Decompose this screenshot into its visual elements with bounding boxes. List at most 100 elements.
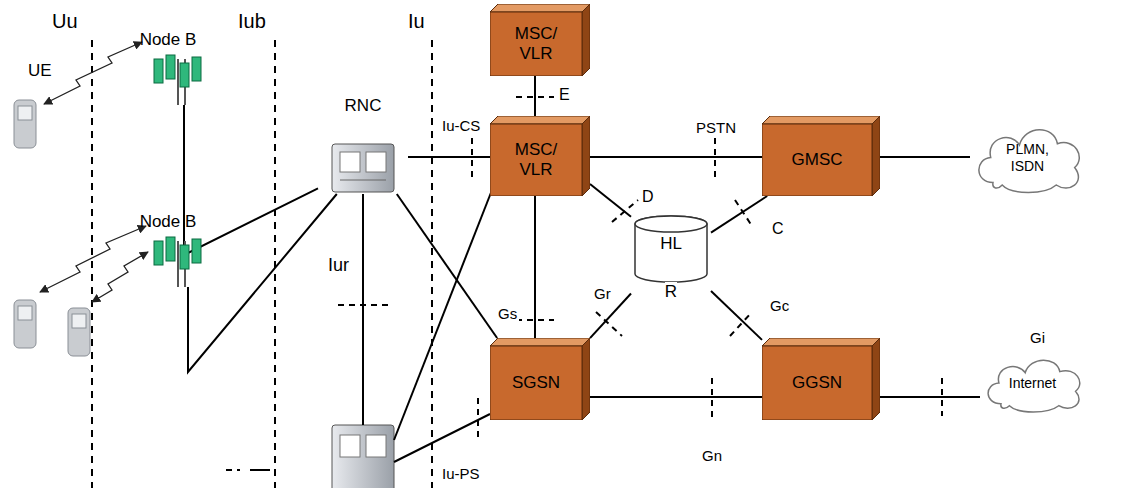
rnc-server (332, 425, 394, 488)
element-label: RNC (345, 96, 382, 116)
connector-line (534, 76, 536, 116)
reference-point-label: Iu-PS (440, 466, 482, 483)
reference-point-label: Iu-CS (440, 118, 482, 135)
reference-point-tick-part (477, 398, 479, 440)
server-icon (318, 142, 408, 194)
radio-network-controller: RNC (318, 96, 408, 194)
element-name: MSC/ VLR (508, 140, 564, 179)
network-element-box: GMSC (762, 116, 880, 196)
interface-name: Iu (406, 10, 427, 32)
reference-point-label: C (770, 220, 786, 238)
box-top-face (762, 338, 880, 346)
connector-line (590, 396, 762, 398)
reference-point-tick (226, 97, 942, 470)
connector-line-part (394, 190, 492, 440)
box-side-face (872, 116, 880, 196)
box-front-face (762, 346, 872, 420)
reference-point-label: PSTN (694, 120, 738, 137)
antenna-panel (180, 245, 189, 269)
database-cylinder: HL R (631, 212, 711, 304)
connector-line (880, 156, 970, 158)
connector-line-part (394, 414, 490, 462)
reference-point-label: Gi (1028, 330, 1047, 347)
connector-line (408, 156, 490, 158)
interface-name: Uu (50, 10, 80, 32)
box-front-face (490, 124, 582, 196)
box-front-face (490, 12, 582, 76)
antenna-panel (180, 63, 189, 87)
box-top-face (762, 116, 880, 124)
connector-line (711, 196, 767, 233)
rnc-server-part (332, 425, 394, 488)
connector-line-part (250, 469, 270, 471)
reference-point-tick-part (730, 312, 752, 336)
cylinder-body (635, 216, 707, 282)
connector-line (590, 184, 631, 217)
network-element-box: MSC/ VLR (490, 116, 590, 196)
connector-line (534, 196, 536, 338)
network-element-box: GGSN (762, 338, 880, 420)
reference-point-tick-part (735, 200, 752, 226)
element-name: GGSN (792, 373, 842, 393)
connector-line (250, 190, 492, 470)
shape-part (177, 241, 179, 287)
interface-divider-part (431, 40, 433, 488)
reference-point-tick-part (338, 304, 388, 306)
interface-divider-part (274, 40, 276, 488)
connector-line (590, 156, 762, 158)
shape-part (988, 360, 1080, 412)
rnc-server-part (340, 435, 360, 457)
mobile-phone (14, 100, 90, 356)
box-side-face (872, 338, 880, 420)
network-cloud: Internet (980, 352, 1085, 414)
box-side-face (582, 4, 590, 76)
box-top-face (490, 338, 590, 346)
server-case (332, 144, 394, 192)
reference-point-label: Gn (700, 448, 724, 465)
reference-point-label: Gs (496, 306, 519, 323)
shape-part (366, 152, 386, 172)
base-station: Node B (128, 30, 208, 105)
shape-part (340, 180, 386, 181)
mobile-phone-part (14, 300, 36, 348)
box-side-face (582, 338, 590, 420)
connector-line (711, 291, 762, 340)
antenna-panel (192, 239, 201, 263)
element-name: SGSN (512, 373, 560, 393)
shape-part (979, 130, 1079, 193)
network-element-box: MSC/ VLR (490, 4, 590, 76)
interface-divider-part (91, 40, 93, 488)
box-top-face (490, 116, 590, 124)
radio-link-part (92, 252, 148, 302)
connector-line (184, 105, 318, 255)
connector-line-part (362, 194, 364, 425)
radio-link-part (40, 226, 146, 292)
mobile-phone-part (68, 308, 90, 356)
shape-part (177, 59, 179, 105)
shape-part (340, 152, 360, 172)
base-station: Node B (128, 212, 208, 287)
connector-line (188, 194, 337, 372)
reference-point-label: E (557, 86, 572, 104)
network-element-box: SGSN (490, 338, 590, 420)
element-name: GMSC (792, 150, 843, 170)
reference-point-label: Gc (768, 298, 791, 315)
antenna-panel (166, 55, 175, 79)
antenna-panel (154, 241, 163, 265)
network-name: Internet (1009, 375, 1056, 391)
radio-link (40, 42, 148, 302)
network-cloud: PLMN, ISDN (970, 120, 1085, 195)
mobile-phone-part (18, 306, 32, 320)
antenna-icon (128, 235, 208, 287)
box-front-face (762, 124, 872, 196)
reference-point-tick-part (226, 469, 240, 471)
reference-point-label: Iur (326, 256, 351, 276)
element-name: HL (660, 234, 682, 254)
box-top-face (490, 4, 590, 12)
device-label: UE (26, 62, 54, 81)
element-name: R (665, 282, 677, 302)
reference-point-label: D (640, 188, 656, 206)
radio-link-part (44, 42, 142, 104)
